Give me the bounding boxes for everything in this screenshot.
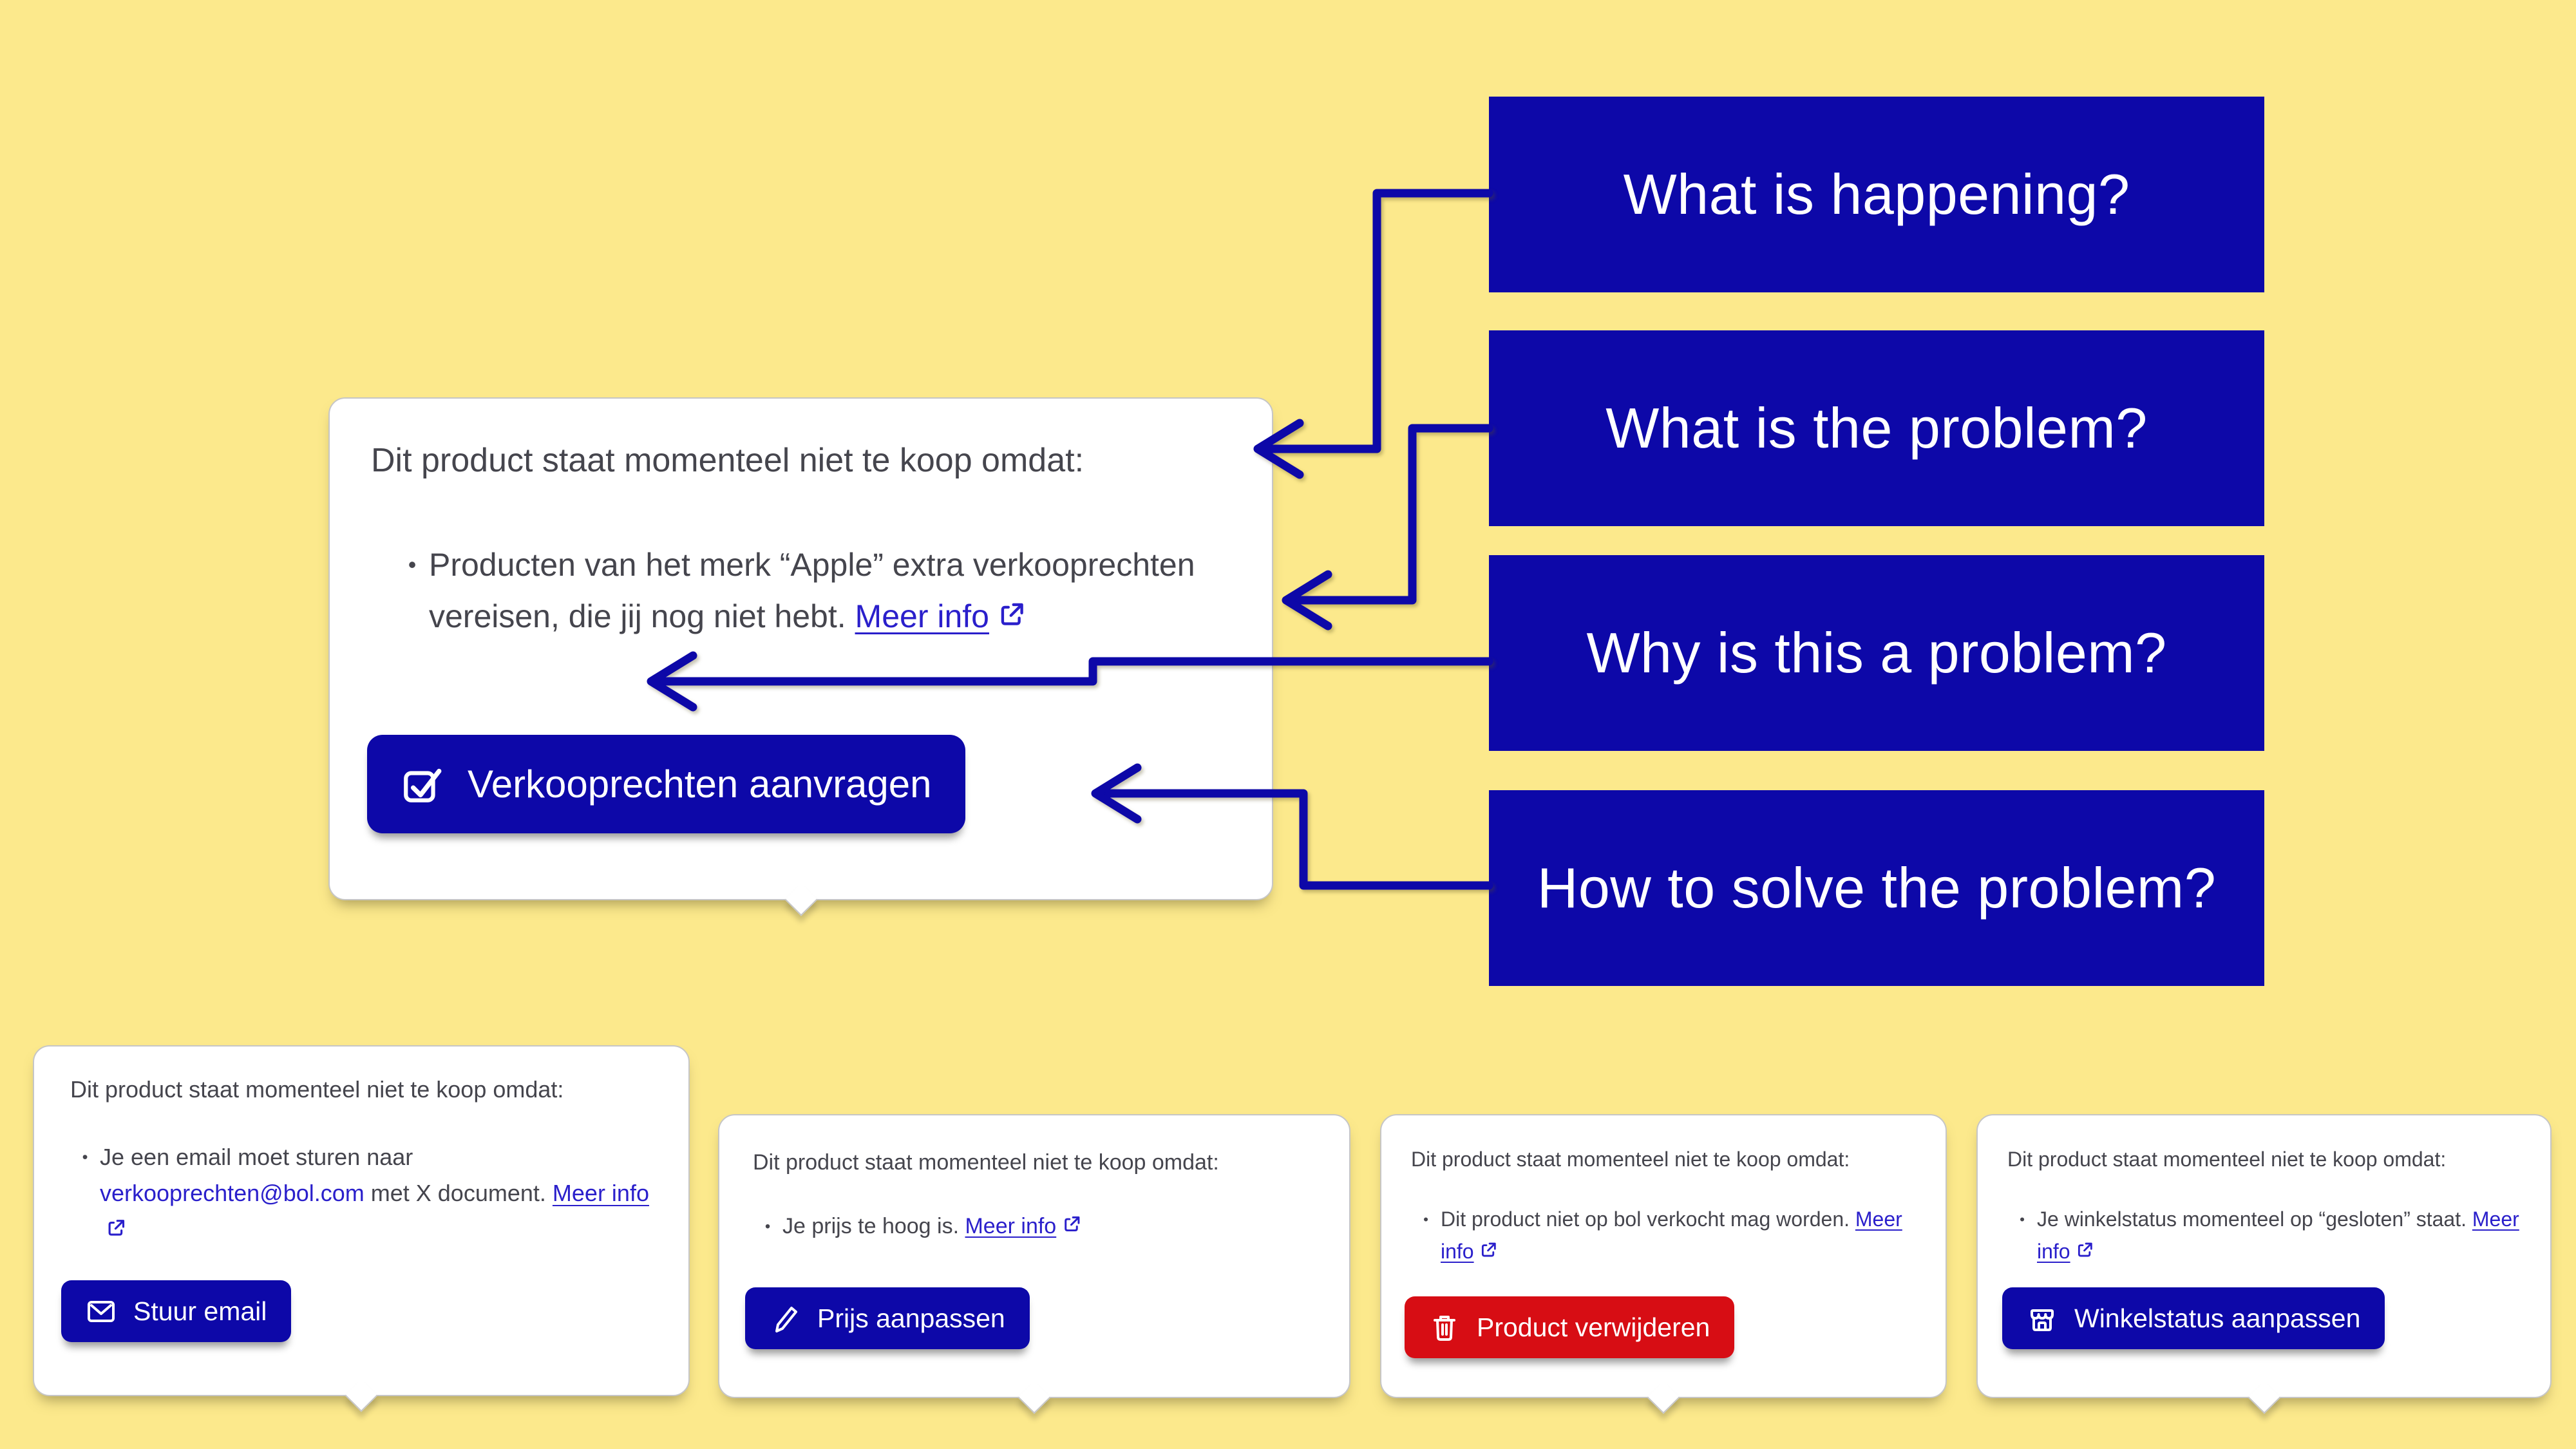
prijs-aanpassen-button[interactable]: Prijs aanpassen xyxy=(745,1287,1030,1349)
main-tooltip-card: Dit product staat momenteel niet te koop… xyxy=(328,397,1273,916)
button-label: Winkelstatus aanpassen xyxy=(2074,1303,2361,1333)
tooltip-title: Dit product staat momenteel niet te koop… xyxy=(2007,1148,2447,1171)
external-link-icon xyxy=(108,1219,124,1236)
reason-list-item: • Producten van het merk “Apple” extra v… xyxy=(395,539,1224,642)
email-link[interactable]: verkooprechten@bol.com xyxy=(100,1179,365,1206)
external-link-icon xyxy=(1064,1217,1080,1232)
trash-icon xyxy=(1434,1316,1455,1341)
tooltip-title: Dit product staat momenteel niet te koop… xyxy=(1411,1148,1850,1171)
annotation-box-what-is-the-problem: What is the problem? xyxy=(1489,330,2264,526)
arrow-what-is-the-problem xyxy=(1285,424,1493,605)
annotation-label: What is the problem? xyxy=(1605,396,2148,460)
product-verwijderen-button[interactable]: Product verwijderen xyxy=(1405,1296,1735,1358)
more-info-link[interactable]: Meer info xyxy=(1441,1207,1902,1263)
external-link-icon xyxy=(2078,1242,2092,1257)
reason-text: met X document. xyxy=(364,1179,546,1206)
bullet-dot: • xyxy=(82,1148,88,1166)
tooltip-pointer xyxy=(2248,1381,2280,1414)
more-info-link[interactable]: Meer info xyxy=(2037,1207,2519,1263)
annotation-box-what-is-happening: What is happening? xyxy=(1489,97,2264,292)
button-label: Product verwijderen xyxy=(1477,1312,1710,1342)
annotation-box-how-to-solve: How to solve the problem? xyxy=(1489,790,2264,986)
arrow-what-is-happening xyxy=(1256,189,1493,453)
bullet-dot: • xyxy=(764,1217,771,1235)
tooltip-card-not-allowed: Dit product staat momenteel niet te koop… xyxy=(1380,1114,1947,1414)
tooltip-title: Dit product staat momenteel niet te koop… xyxy=(753,1150,1219,1175)
check-square-icon xyxy=(404,768,442,802)
bullet-dot: • xyxy=(2020,1211,2025,1227)
tooltip-pointer xyxy=(345,1379,378,1412)
tooltip-title: Dit product staat momenteel niet te koop… xyxy=(70,1076,564,1103)
button-label: Stuur email xyxy=(133,1296,267,1326)
tooltip-pointer xyxy=(784,883,817,916)
reason-text: Je prijs te hoog is. xyxy=(782,1213,960,1238)
stuur-email-button[interactable]: Stuur email xyxy=(61,1280,292,1342)
tooltip-pointer xyxy=(1647,1381,1680,1414)
reason-text: Producten van het merk “Apple” extra ver… xyxy=(429,547,1195,634)
verkooprechten-aanvragen-button[interactable]: Verkooprechten aanvragen xyxy=(367,735,965,833)
annotation-label: What is happening? xyxy=(1623,162,2130,226)
external-link-icon xyxy=(1481,1242,1496,1257)
reason-list-item: • Je winkelstatus momenteel op “gesloten… xyxy=(2007,1204,2521,1268)
winkelstatus-aanpassen-button[interactable]: Winkelstatus aanpassen xyxy=(2002,1287,2385,1349)
reason-text: Je een email moet sturen naar xyxy=(100,1143,413,1170)
reason-list-item: • Je een email moet sturen naar verkoopr… xyxy=(70,1139,652,1247)
more-info-link[interactable]: Meer info xyxy=(855,598,989,634)
tooltip-card-email: Dit product staat momenteel niet te koop… xyxy=(33,1045,690,1412)
bullet-dot: • xyxy=(1423,1211,1428,1227)
external-link-icon xyxy=(1001,603,1023,625)
button-label: Prijs aanpassen xyxy=(817,1303,1005,1333)
bullet-dot: • xyxy=(408,551,417,578)
more-info-link[interactable]: Meer info xyxy=(965,1213,1057,1238)
storefront-icon xyxy=(2031,1309,2054,1331)
tooltip-pointer xyxy=(1018,1381,1051,1414)
reason-list-item: • Je prijs te hoog is. Meer info xyxy=(753,1209,1316,1244)
reason-text: Je winkelstatus momenteel op “gesloten” … xyxy=(2037,1207,2467,1231)
reason-list-item: • Dit product niet op bol verkocht mag w… xyxy=(1411,1204,1916,1268)
reason-text: Dit product niet op bol verkocht mag wor… xyxy=(1441,1207,1850,1231)
tooltip-card-shop-status: Dit product staat momenteel niet te koop… xyxy=(1976,1114,2552,1414)
arrowhead-what-is-the-problem xyxy=(1282,570,1332,630)
button-label: Verkooprechten aanvragen xyxy=(468,762,932,806)
annotation-label: Why is this a problem? xyxy=(1586,621,2167,685)
pencil-icon xyxy=(775,1307,797,1332)
tooltip-title: Dit product staat momenteel niet te koop… xyxy=(371,442,1084,479)
mail-icon xyxy=(88,1301,115,1322)
annotation-box-why-is-this-a-problem: Why is this a problem? xyxy=(1489,555,2264,751)
annotation-label: How to solve the problem? xyxy=(1537,856,2217,920)
more-info-link[interactable]: Meer info xyxy=(552,1179,649,1206)
tooltip-card-price: Dit product staat momenteel niet te koop… xyxy=(718,1114,1350,1414)
